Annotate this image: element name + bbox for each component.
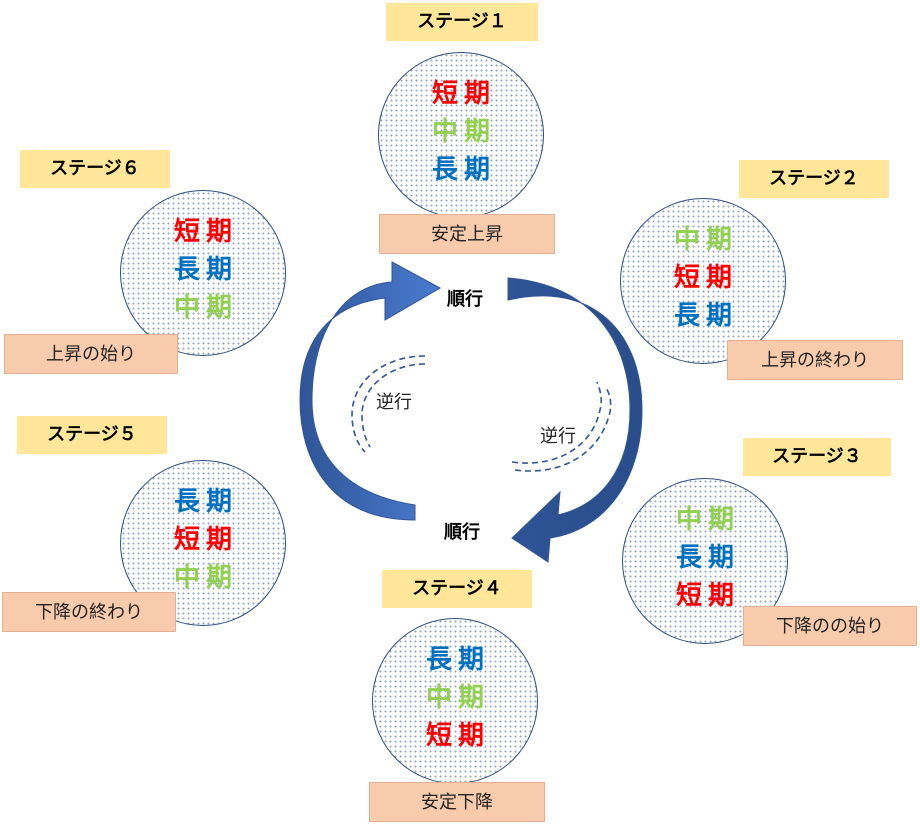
term-short: 短期	[173, 217, 238, 247]
term-long: 長期	[173, 487, 238, 517]
stage-1-phase: 安定上昇	[379, 214, 555, 254]
stage-3-phase: 下降のの始り	[743, 606, 917, 646]
stage-4-label: ステージ４	[382, 570, 532, 608]
stage-6-label: ステージ６	[20, 150, 170, 188]
term-long: 長期	[675, 543, 740, 573]
reverse-arrow-right	[511, 381, 612, 472]
stage-4-circle: 長期中期短期	[372, 618, 538, 784]
stage-4-terms: 長期中期短期	[373, 641, 537, 755]
reverse-arrow-left	[351, 355, 426, 453]
stage-6-circle: 短期長期中期	[120, 190, 286, 356]
term-short: 短期	[431, 79, 496, 109]
forward-label-bottom: 順行	[444, 522, 480, 543]
stage-3-terms: 中期長期短期	[623, 501, 787, 615]
forward-label-top: 順行	[447, 289, 483, 310]
stage-5-label: ステージ５	[17, 416, 167, 454]
forward-arrow-left	[299, 261, 442, 521]
term-long: 長期	[425, 645, 490, 675]
stage-1-terms: 短期中期長期	[379, 75, 543, 189]
stage-6-terms: 短期長期中期	[121, 213, 285, 327]
term-mid: 中期	[675, 505, 740, 535]
stage-5-terms: 長期短期中期	[121, 483, 285, 597]
stage-2-terms: 中期短期長期	[621, 221, 785, 335]
stage-1-circle: 短期中期長期	[378, 52, 544, 218]
stage-2-phase: 上昇の終わり	[727, 340, 903, 380]
term-long: 長期	[673, 301, 738, 331]
term-long: 長期	[173, 255, 238, 285]
term-mid: 中期	[173, 293, 238, 323]
term-short: 短期	[425, 721, 490, 751]
term-mid: 中期	[673, 225, 738, 255]
forward-arrow-right	[507, 277, 643, 563]
term-mid: 中期	[431, 117, 496, 147]
reverse-label-left: 逆行	[376, 392, 412, 413]
stage-5-phase: 下降の終わり	[2, 592, 176, 632]
term-mid: 中期	[173, 563, 238, 593]
stage-6-phase: 上昇の始り	[4, 334, 178, 374]
reverse-label-right: 逆行	[540, 426, 576, 447]
stage-1-label: ステージ１	[386, 3, 538, 41]
term-mid: 中期	[425, 683, 490, 713]
stage-2-circle: 中期短期長期	[620, 198, 786, 364]
stage-3-label: ステージ３	[743, 438, 891, 476]
term-long: 長期	[431, 155, 496, 185]
stage-2-label: ステージ２	[739, 160, 889, 198]
term-short: 短期	[675, 581, 740, 611]
term-short: 短期	[673, 263, 738, 293]
term-short: 短期	[173, 525, 238, 555]
stage-4-phase: 安定下降	[369, 782, 545, 822]
